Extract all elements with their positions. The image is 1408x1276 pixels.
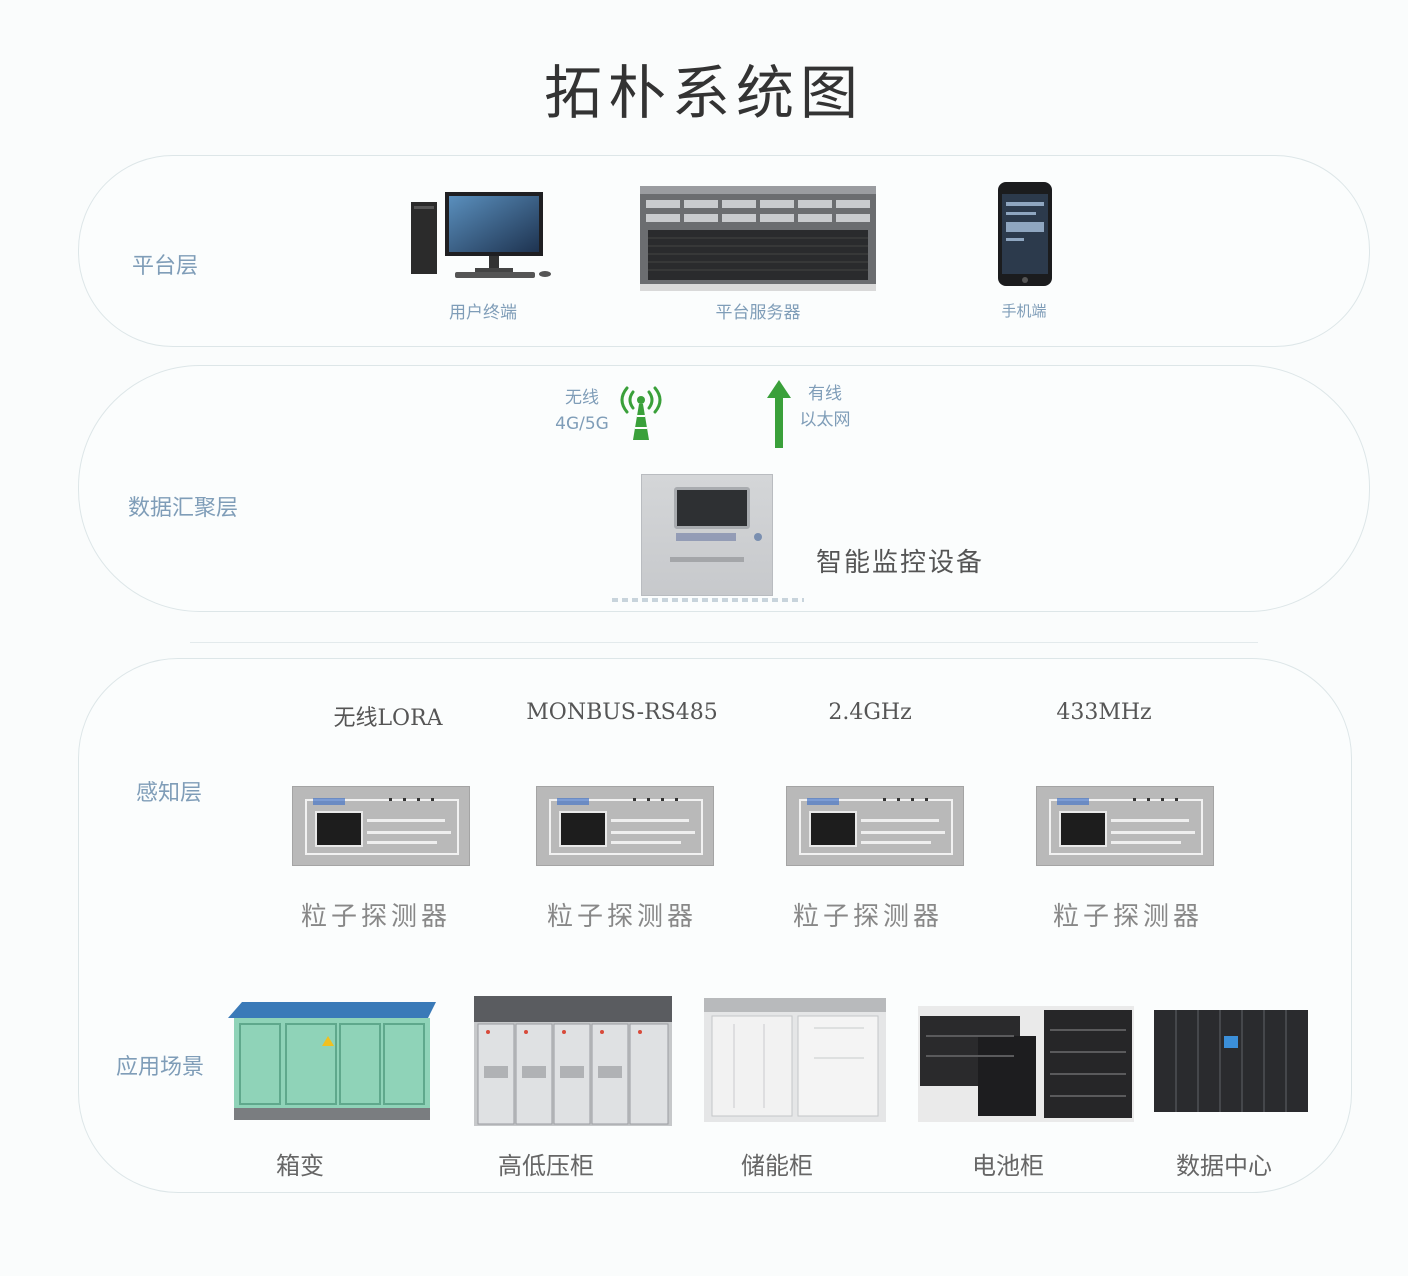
scene-caption-data-center: 数据中心	[1176, 1152, 1272, 1180]
particle-detector-image	[536, 786, 714, 866]
wired-note-line2: 以太网	[799, 410, 851, 430]
wired-note: 有线 以太网	[790, 381, 860, 433]
wired-note-line1: 有线	[808, 384, 842, 404]
switchgear-image	[474, 996, 672, 1126]
up-arrow-icon	[767, 380, 791, 448]
protocol-2-4ghz: 2.4GHz	[828, 700, 912, 725]
device-reflection	[612, 598, 804, 602]
data-center-image	[1154, 1010, 1308, 1112]
smart-monitor-device-image	[641, 474, 773, 596]
platform-layer-label: 平台层	[132, 254, 199, 279]
scene-caption-battery-cabinet: 电池柜	[972, 1152, 1044, 1180]
storage-cabinet-image	[704, 998, 886, 1122]
detector-caption: 粒子探测器	[792, 902, 943, 932]
device-caption-user-terminal: 用户终端	[449, 303, 517, 323]
scene-caption-storage-cabinet: 储能柜	[741, 1152, 813, 1180]
detector-caption: 粒子探测器	[546, 902, 697, 932]
device-caption-platform-server: 平台服务器	[715, 303, 801, 323]
detector-caption: 粒子探测器	[300, 902, 451, 932]
scene-caption-switchgear: 高低压柜	[498, 1152, 594, 1180]
protocol-433mhz: 433MHz	[1056, 700, 1152, 725]
device-caption-mobile: 手机端	[1001, 302, 1047, 320]
desktop-computer-icon	[411, 192, 551, 278]
battery-cabinet-image	[918, 1006, 1134, 1122]
box-substation-image	[228, 1002, 436, 1120]
perception-layer-label: 感知层	[136, 781, 203, 806]
particle-detector-image	[786, 786, 964, 866]
wireless-note-line1: 无线	[565, 388, 599, 408]
smart-monitor-caption: 智能监控设备	[815, 548, 984, 578]
protocol-lora: 无线LORA	[333, 706, 443, 731]
application-layer-label: 应用场景	[116, 1055, 205, 1080]
particle-detector-image	[1036, 786, 1214, 866]
protocol-rs485: MONBUS-RS485	[526, 700, 718, 725]
layer-divider	[190, 642, 1258, 643]
detector-caption: 粒子探测器	[1052, 902, 1203, 932]
aggregation-layer-label: 数据汇聚层	[128, 496, 239, 521]
diagram-title: 拓朴系统图	[543, 59, 864, 127]
particle-detector-image	[292, 786, 470, 866]
wireless-tower-icon	[620, 386, 662, 440]
rack-server-icon	[640, 186, 876, 291]
wireless-note-line2: 4G/5G	[555, 414, 609, 434]
smartphone-icon	[998, 182, 1052, 286]
scene-caption-box-substation: 箱变	[276, 1152, 324, 1180]
wireless-note: 无线 4G/5G	[540, 385, 624, 437]
